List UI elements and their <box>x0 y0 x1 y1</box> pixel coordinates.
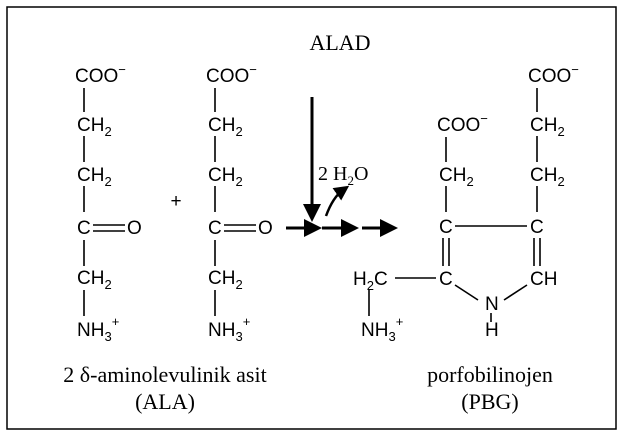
pbg-coo-right-charge: − <box>571 62 579 77</box>
ala1-ch2-b-sub: 2 <box>104 174 111 189</box>
pbg-ch2-right-b-sub: 2 <box>557 174 564 189</box>
pbg-nh3-charge: + <box>396 314 404 329</box>
ala2-carbon: C <box>208 218 222 239</box>
pbg-coo-left: COO <box>437 115 480 136</box>
substrate-name: 2 δ-aminolevulinik asit <box>63 362 266 387</box>
ala2-ch2-c: CH <box>208 268 235 289</box>
pbg-nh3-sub: 3 <box>388 329 395 344</box>
svg-text:COO−: COO− <box>528 62 579 87</box>
ala2-nh3-sub: 3 <box>235 329 242 344</box>
ala2-coo: COO <box>206 66 249 87</box>
ala2-coo-charge: − <box>249 62 257 77</box>
ala1-carbon: C <box>77 218 91 239</box>
svg-text:NH3+: NH3+ <box>361 314 403 344</box>
ala1-coo: COO <box>75 66 118 87</box>
water-release-arrow <box>324 185 350 217</box>
diagram-frame <box>6 6 617 430</box>
svg-text:CH2: CH2 <box>439 165 474 189</box>
svg-text:COO−: COO− <box>75 62 126 87</box>
pbg-coo-right: COO <box>528 66 571 87</box>
pbg-ring-nh: H <box>485 320 499 341</box>
ala1-coo-charge: − <box>118 62 126 77</box>
pbg-h2c-c: C <box>374 269 388 290</box>
ala2-ch2-b: CH <box>208 165 235 186</box>
ala2-oxygen: O <box>258 218 273 239</box>
ala2-nh3-charge: + <box>243 314 251 329</box>
ala1-ch2-a: CH <box>77 115 104 136</box>
pbg-ch2-right-b: CH <box>530 165 557 186</box>
pbg-ring-c3: C <box>439 217 453 238</box>
pbg-ring-c5: CH <box>530 269 557 290</box>
ala2-ch2-b-sub: 2 <box>235 174 242 189</box>
product-name: porfobilinojen <box>427 362 553 387</box>
pbg-ch2-right-a: CH <box>530 115 557 136</box>
svg-text:CH2: CH2 <box>77 115 112 139</box>
pbg-ch2-right-a-sub: 2 <box>557 124 564 139</box>
ala2-ch2-a-sub: 2 <box>235 124 242 139</box>
substrate-abbr: (ALA) <box>135 389 195 414</box>
pbg-ch2-left: CH <box>439 165 466 186</box>
svg-text:CH2: CH2 <box>530 115 565 139</box>
ala2-ch2-c-sub: 2 <box>235 277 242 292</box>
pbg-nh3: NH <box>361 320 388 341</box>
pbg-h2c-h: H <box>353 269 367 290</box>
ala1-oxygen: O <box>127 218 142 239</box>
pbg-molecule: COO− CH2 CH2 COO− CH2 C C C CH N H H2C N… <box>353 62 579 344</box>
ala1-ch2-b: CH <box>77 165 104 186</box>
ala1-ch2-c: CH <box>77 268 104 289</box>
ala1-nh3: NH <box>77 320 104 341</box>
svg-text:CH2: CH2 <box>208 165 243 189</box>
pbg-ring-n: N <box>485 294 499 315</box>
svg-text:COO−: COO− <box>206 62 257 87</box>
svg-text:CH2: CH2 <box>208 115 243 139</box>
pbg-h2c-sub: 2 <box>367 278 374 293</box>
ala-molecule-1: COO− CH2 CH2 C O CH2 NH3+ <box>75 62 142 344</box>
ala1-ch2-c-sub: 2 <box>104 277 111 292</box>
svg-text:NH3+: NH3+ <box>77 314 119 344</box>
pbg-coo-left-charge: − <box>480 111 488 126</box>
plus-sign: + <box>170 191 181 212</box>
svg-text:NH3+: NH3+ <box>208 314 250 344</box>
svg-text:COO−: COO− <box>437 111 488 136</box>
pbg-ch2-left-sub: 2 <box>466 174 473 189</box>
svg-text:H2C: H2C <box>353 269 388 293</box>
pbg-ring-c4: C <box>530 217 544 238</box>
water-label: 2 H2O <box>318 163 368 188</box>
svg-text:CH2: CH2 <box>530 165 565 189</box>
reaction-arrows <box>286 97 398 237</box>
ala1-nh3-sub: 3 <box>104 329 111 344</box>
ala2-ch2-a: CH <box>208 115 235 136</box>
svg-text:CH2: CH2 <box>77 165 112 189</box>
ala-molecule-2: COO− CH2 CH2 C O CH2 NH3+ <box>206 62 273 344</box>
svg-text:CH2: CH2 <box>77 268 112 292</box>
enzyme-label: ALAD <box>309 30 370 55</box>
product-abbr: (PBG) <box>461 389 518 414</box>
pbg-ring-c2: C <box>439 269 453 290</box>
ala2-nh3: NH <box>208 320 235 341</box>
svg-text:CH2: CH2 <box>208 268 243 292</box>
ala1-ch2-a-sub: 2 <box>104 124 111 139</box>
ala1-nh3-charge: + <box>112 314 120 329</box>
